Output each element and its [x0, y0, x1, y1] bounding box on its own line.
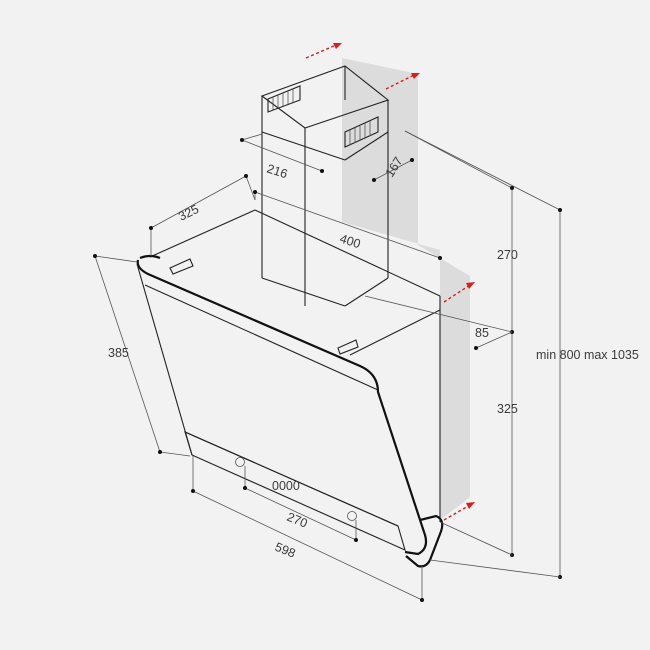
- control-panel: 0000: [235, 457, 357, 521]
- hood-body: [136, 209, 444, 568]
- chimney: [260, 65, 390, 307]
- control-display: 0000: [272, 479, 300, 493]
- label-control-width: 270: [285, 510, 310, 531]
- label-chimney-width: 216: [265, 162, 289, 182]
- wall-section: [342, 58, 470, 520]
- label-upper-height: 270: [497, 248, 518, 262]
- airflow-arrows: [305, 43, 475, 521]
- label-glass-height: 385: [108, 346, 129, 360]
- control-knob-left: [235, 457, 245, 467]
- label-hood-depth: 325: [176, 202, 201, 224]
- glass-panel: [136, 259, 428, 556]
- chimney-vent-left: [267, 85, 301, 113]
- control-knob-right: [347, 511, 357, 521]
- bracket-right: [337, 339, 359, 355]
- label-total-height: min 800 max 1035: [536, 348, 639, 362]
- label-lower-height: 325: [497, 402, 518, 416]
- label-hood-width-top: 400: [338, 232, 362, 252]
- label-hood-width: 598: [273, 540, 298, 561]
- dimension-lines: [93, 130, 562, 602]
- chimney-vent-right: [344, 116, 379, 148]
- bracket-left: [169, 258, 194, 275]
- label-wall-offset: 85: [475, 326, 489, 340]
